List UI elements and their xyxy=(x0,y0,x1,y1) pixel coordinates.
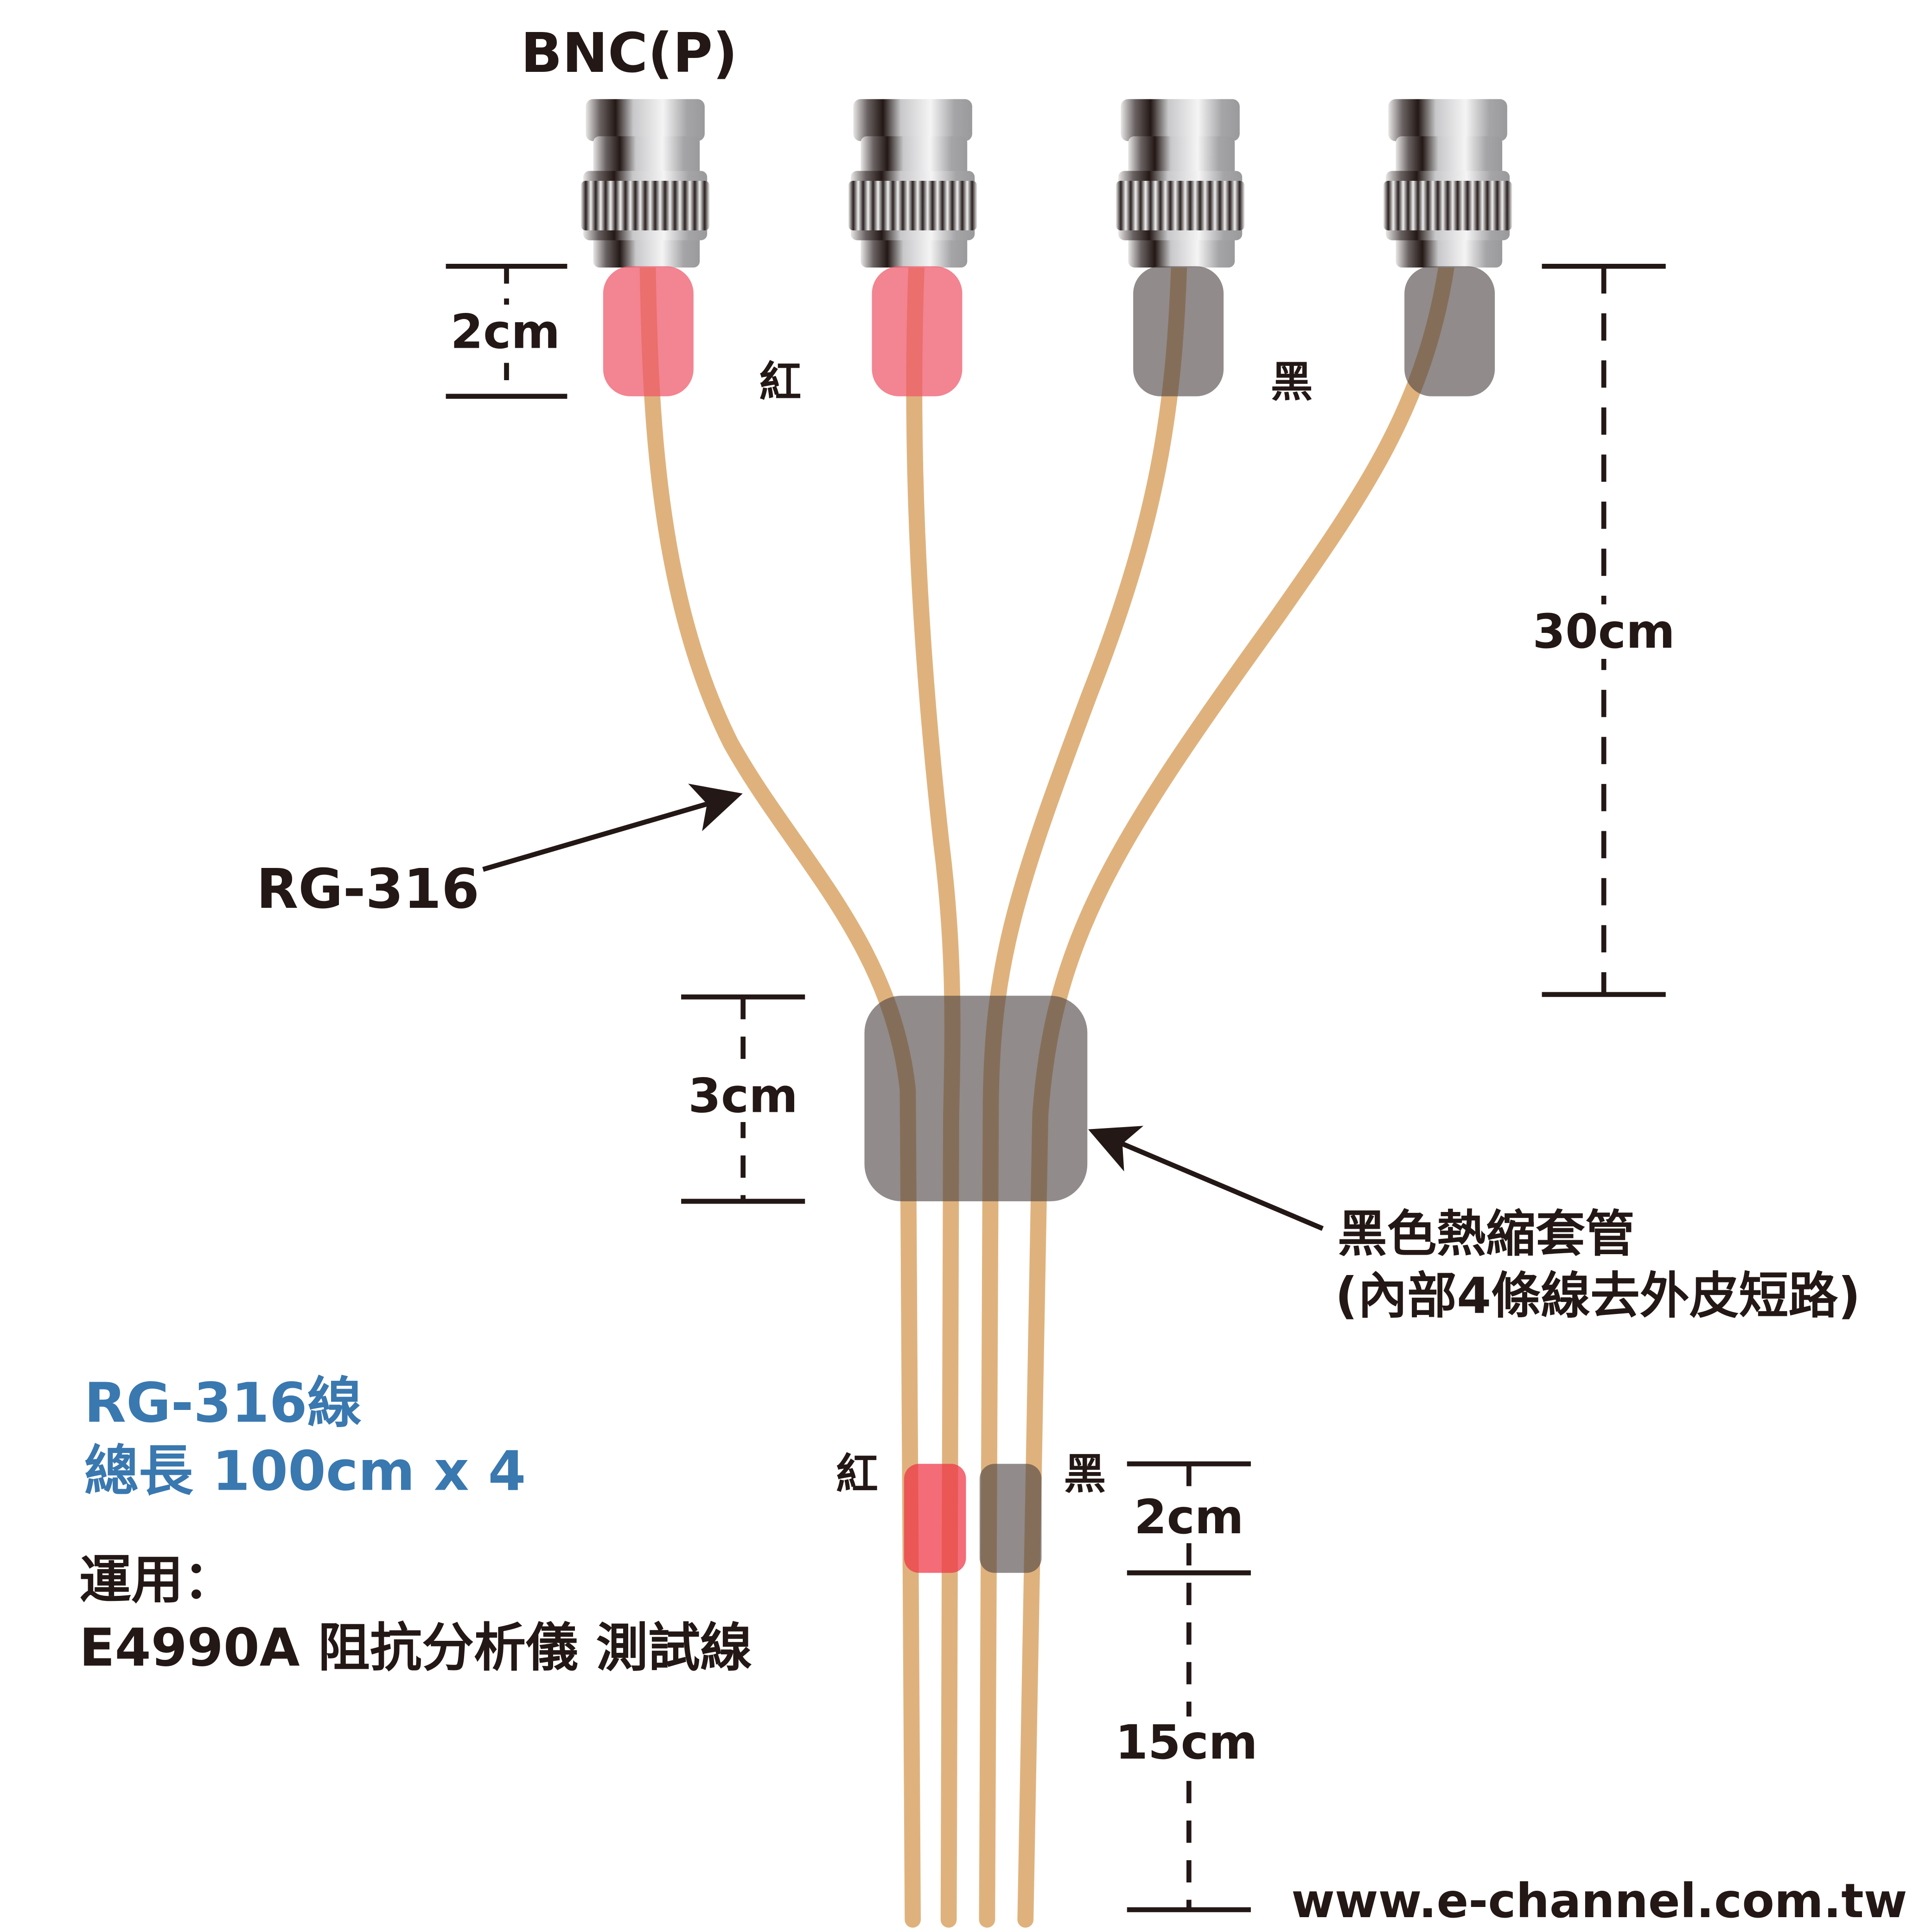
bnc-connector-4 xyxy=(1383,99,1512,268)
heat-shrink-tube xyxy=(864,995,1088,1202)
black-label-bottom: 黑 xyxy=(1064,1450,1106,1499)
info-line-2: 總長 100cm x 4 xyxy=(84,1439,526,1503)
black-sleeve-top-3 xyxy=(1133,266,1224,396)
dim-bottom-length: 15cm xyxy=(1115,1715,1257,1770)
red-label-bottom: 紅 xyxy=(836,1450,878,1499)
dim-branch-length: 30cm xyxy=(1533,604,1675,659)
usage-label: 運用： xyxy=(79,1550,236,1610)
website-url: www.e-channel.com.tw xyxy=(1291,1874,1907,1928)
cable-1 xyxy=(639,258,921,1928)
dimension-lines xyxy=(446,263,1666,1913)
usage-text: E4990A 阻抗分析儀 測試線 xyxy=(79,1618,752,1678)
heatshrink-arrow xyxy=(1088,1126,1324,1231)
red-label-top: 紅 xyxy=(759,358,801,407)
dim-top-sleeve: 2cm xyxy=(451,305,561,359)
red-sleeve-top-1 xyxy=(603,266,694,396)
info-line-1: RG-316線 xyxy=(84,1371,362,1435)
dim-bottom-sleeve: 2cm xyxy=(1134,1490,1244,1544)
dimension-labels: 2cm 30cm 3cm 2cm 15cm xyxy=(451,305,1675,1770)
red-sleeve-bottom xyxy=(904,1464,966,1573)
bnc-connector-3 xyxy=(1116,99,1245,268)
red-sleeve-top-2 xyxy=(872,266,963,396)
bnc-connector-1 xyxy=(580,99,710,268)
cable-arrow xyxy=(482,784,743,872)
heatshrink-label-1: 黑色熱縮套管 xyxy=(1338,1205,1635,1263)
black-label-top: 黑 xyxy=(1271,358,1313,407)
cable-4 xyxy=(1017,258,1455,1928)
heatshrink-label-2: (內部4條線去外皮短路) xyxy=(1335,1267,1861,1325)
bnc-connector-2 xyxy=(848,99,977,268)
dim-heatshrink: 3cm xyxy=(688,1069,798,1123)
cable-type-label: RG-316 xyxy=(256,857,479,921)
black-sleeve-top-4 xyxy=(1404,266,1495,396)
black-sleeve-bottom xyxy=(979,1464,1042,1573)
connector-type-label: BNC(P) xyxy=(521,21,738,85)
